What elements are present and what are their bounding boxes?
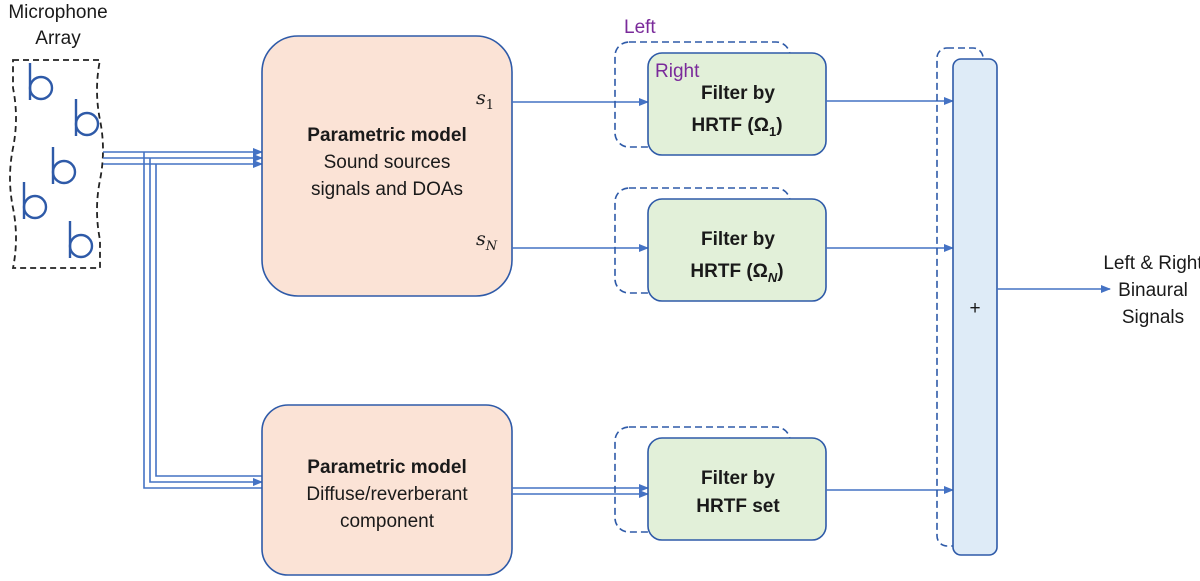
source-output-label-last: sN [476, 228, 498, 254]
param-model-diffuse-line3: component [340, 511, 435, 532]
source-output-label-first: s1 [476, 87, 494, 113]
microphone-icon [74, 99, 100, 137]
filter-1-line1: Filter by [701, 83, 775, 104]
param-model-diffuse-title: Parametric model [307, 457, 466, 478]
filter-set-line2: HRTF set [696, 496, 780, 517]
filter-1-line2: HRTF (Ω1) [691, 115, 782, 139]
param-model-diffuse-box [261, 404, 513, 576]
filter-set-box [647, 437, 827, 541]
output-label-line2: Binaural [1118, 280, 1188, 301]
summer-box [952, 58, 998, 556]
param-model-sources-line3: signals and DOAs [311, 179, 463, 200]
mic-array-label-line1: Microphone [8, 2, 107, 23]
filter-set-line1: Filter by [701, 468, 775, 489]
param-model-diffuse-line2: Diffuse/reverberant [306, 484, 468, 505]
microphone-icon [68, 221, 94, 259]
param-model-sources-line2: Sound sources [324, 152, 451, 173]
microphone-icon [28, 63, 54, 101]
param-model-sources-title: Parametric model [307, 125, 466, 146]
filter-n-box [647, 198, 827, 302]
mic-array-label-line2: Array [35, 28, 81, 49]
left-channel-label: Left [624, 17, 656, 38]
summer-plus-symbol: + [969, 298, 980, 319]
filter-n-line2: HRTF (ΩN) [690, 261, 783, 285]
filter-n-line1: Filter by [701, 229, 775, 250]
edge-mic-to-diffuse-1 [143, 152, 262, 489]
output-label-line1: Left & Right [1103, 253, 1200, 274]
filter-1-box [647, 52, 827, 156]
param-model-sources-box [261, 35, 513, 297]
edge-mic-to-diffuse-3 [155, 164, 262, 477]
mic-array-box [9, 59, 104, 269]
output-label-line3: Signals [1122, 307, 1184, 328]
right-channel-label: Right [655, 61, 700, 82]
edge-mic-to-diffuse-2 [149, 158, 263, 486]
microphone-icon [22, 182, 48, 220]
microphone-icon [51, 147, 77, 185]
